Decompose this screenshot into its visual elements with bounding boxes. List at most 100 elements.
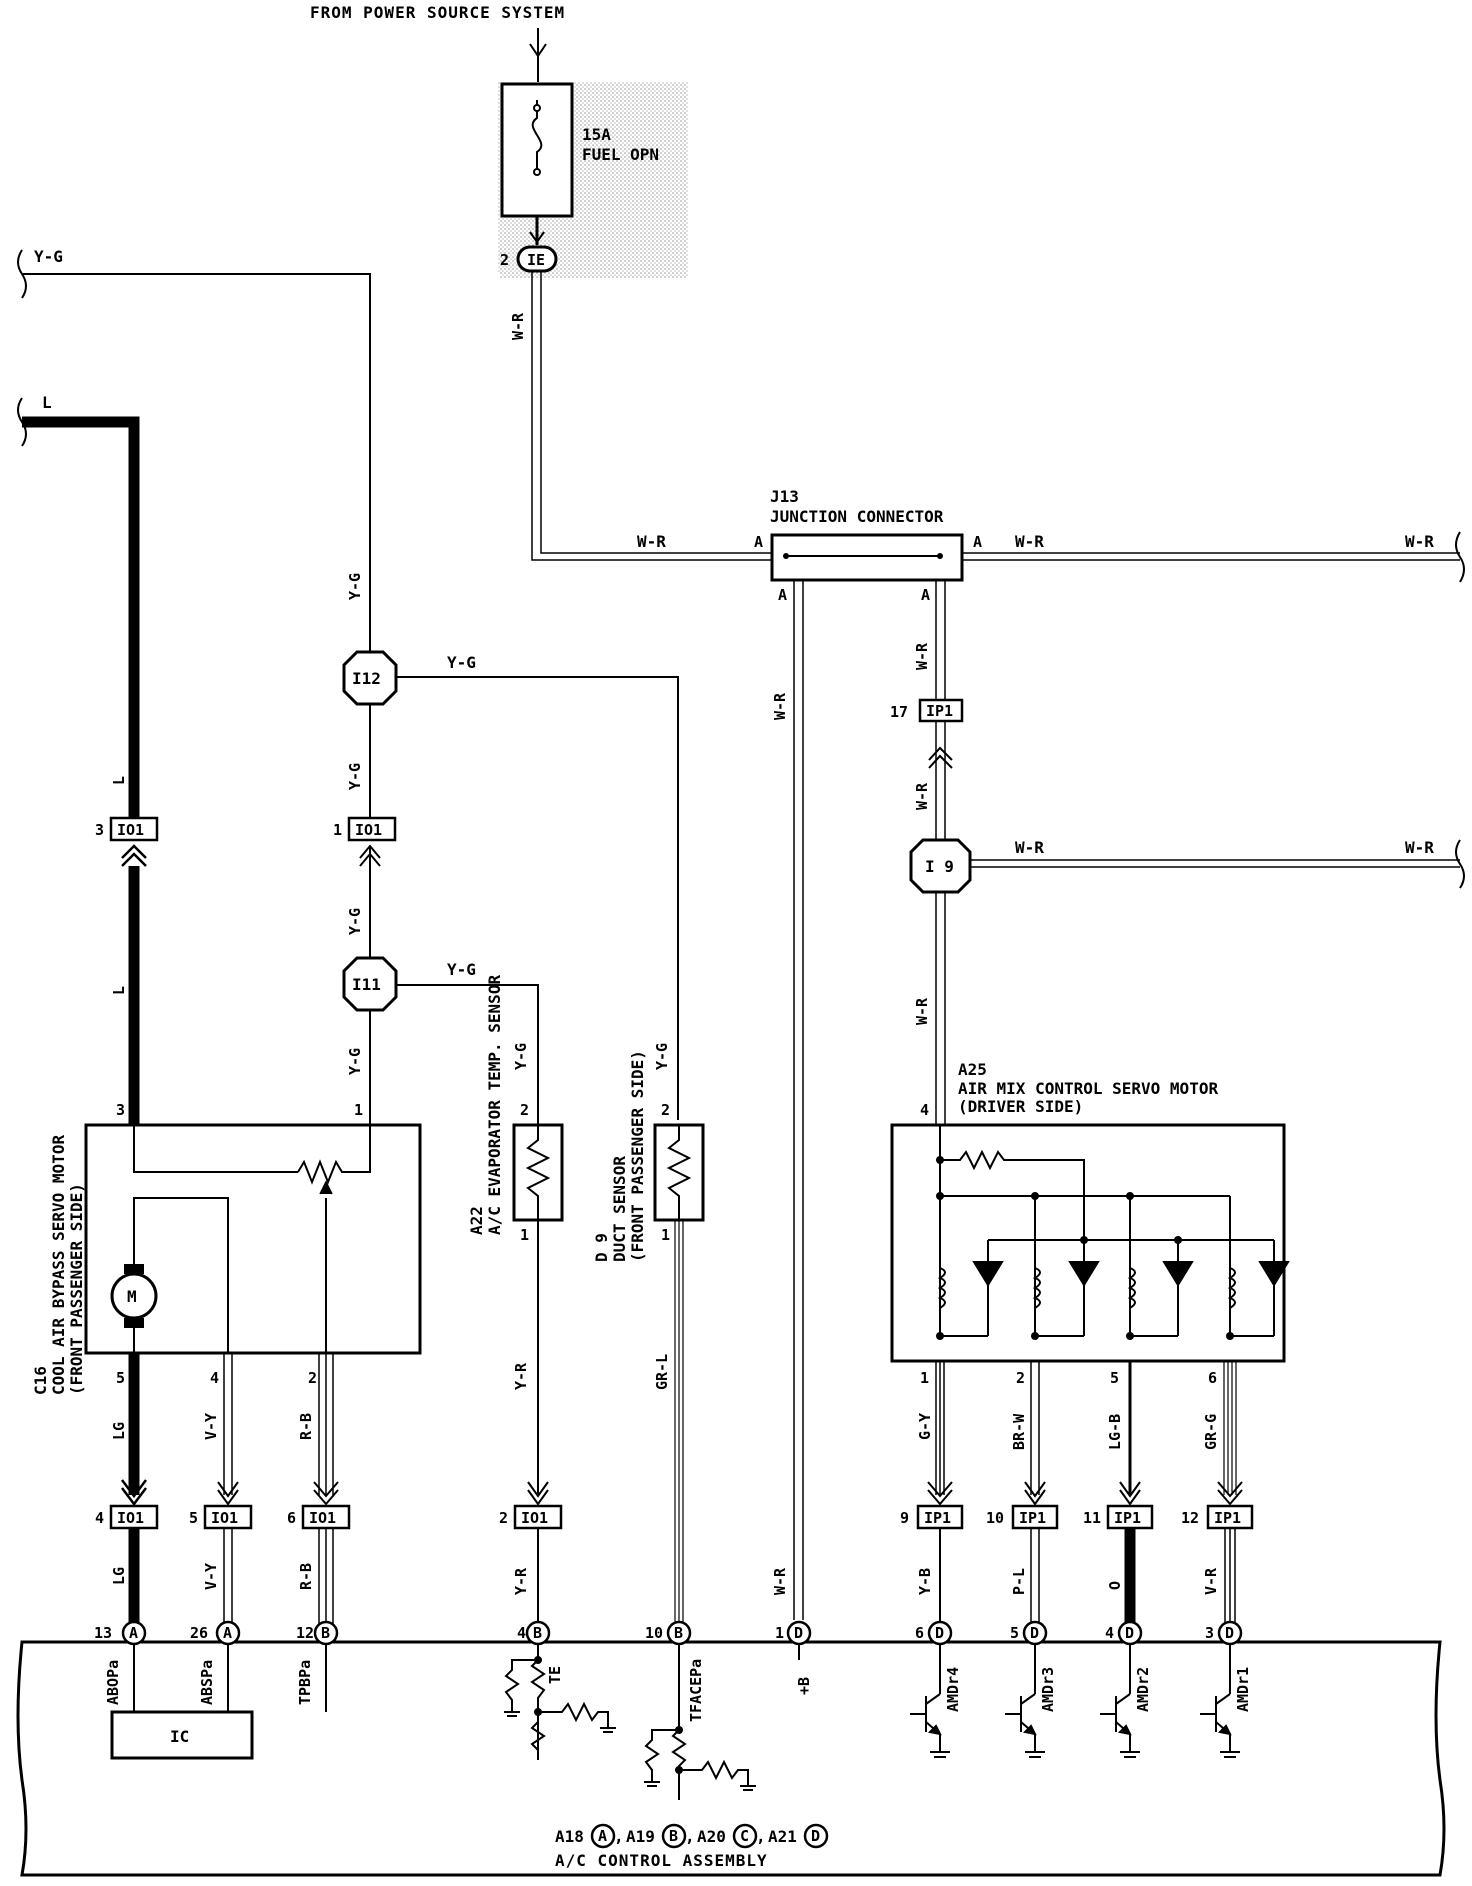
component-name: A/C EVAPORATOR TEMP. SENSOR [485,975,504,1235]
diode-symbol [1162,1261,1194,1287]
pin-label: 2 [661,1101,670,1119]
ic-connections [133,1644,327,1712]
wire-br-w [1024,1361,1046,1633]
pin-label: 12 [1181,1509,1199,1527]
wire-label: W-R [1015,838,1044,857]
pin-label: 3 [116,1101,125,1119]
wire-label: W-R [913,642,931,670]
transistor-amdr2 [1100,1644,1140,1758]
wire-label: BR-W [1010,1413,1028,1450]
svg-text:A18: A18 [555,1827,584,1846]
component-name: AIR MIX CONTROL SERVO MOTOR [958,1079,1218,1098]
connector-ie: IE [516,245,558,273]
component-id: A25 [958,1060,987,1079]
pin-label: A [754,533,763,551]
wire-label: LG [110,1422,128,1440]
wire-label: Y-R [512,1567,530,1595]
connector-arrow [121,852,147,867]
svg-text:M: M [127,1287,137,1306]
wire-label: Y-B [916,1568,934,1595]
wire-label: V-Y [202,1413,220,1440]
transistor-amdr1 [1200,1644,1240,1758]
wire-label: R-B [297,1413,315,1440]
svg-text:A: A [598,1827,607,1845]
component-subname: (FRONT PASSENGER SIDE) [628,1050,647,1262]
wire-label: Y-R [512,1362,530,1390]
terminal-letter: D [1125,1624,1134,1642]
terminal-letter: B [533,1624,542,1642]
motor: M [110,1264,158,1328]
transistor-amdr3 [1005,1644,1045,1758]
terminal-letter: D [1030,1624,1039,1642]
pin-label: 4 [95,1509,104,1527]
terminal-name: ABOPa [104,1660,122,1705]
wire-l-thick [22,416,140,818]
wire-label: Y-G [447,653,476,672]
pin-label: 4 [920,1101,929,1119]
wire-label: W-R [637,532,666,551]
wire-y-r [527,1481,549,1633]
connector-ip1-12: IP1 [1206,1504,1254,1530]
connector-i9: I 9 [909,838,972,894]
component-a22 [512,1123,564,1495]
component-d9 [653,1123,705,1633]
wire-w-r-i9-branch [970,859,1460,868]
pin-label: 1 [354,1101,363,1119]
wire-label: L [110,986,128,995]
pin-label: 1 [333,821,342,839]
terminal-name: AMDr2 [1134,1667,1152,1712]
ac-control-assembly-box [16,1640,1446,1877]
component-name: COOL AIR BYPASS SERVO MOTOR [49,1135,68,1395]
assembly-id-row: A18 A , A19 B , A20 C , A21 D [555,1823,829,1849]
wire-label: GR-L [653,1354,671,1390]
component-id: C16 [31,1366,50,1395]
wire-label: GR-G [1202,1414,1220,1450]
wire-r-b [313,1353,339,1633]
pin-label: A [778,586,787,604]
svg-text:A21: A21 [768,1827,797,1846]
svg-text:I 9: I 9 [925,857,954,876]
svg-text:IO1: IO1 [355,821,382,839]
connector-ip1-9: IP1 [916,1504,964,1530]
wire-label: Y-G [512,1043,530,1070]
pin-label: 5 [189,1509,198,1527]
pin-label: 6 [915,1624,924,1642]
svg-text:IP1: IP1 [926,702,953,720]
svg-text:IO1: IO1 [309,1509,336,1527]
pin-label: 3 [1205,1624,1214,1642]
svg-text:IC: IC [170,1727,189,1746]
wire-w-r-to-d1 [793,580,804,1620]
svg-text:IO1: IO1 [211,1509,238,1527]
wire-label: LG-B [1106,1414,1124,1450]
te-resistor-network [504,1644,616,1760]
svg-text:IP1: IP1 [1214,1509,1241,1527]
coil-symbol [1032,1267,1041,1309]
pin-label: 3 [95,821,104,839]
pin-label: 9 [900,1509,909,1527]
wire-label: L [110,776,128,785]
wire-lg-b [1119,1361,1141,1633]
power-source-arrow [529,28,547,84]
connector-io1-v-y: IO1 [203,1504,253,1530]
wire-label: W-R [1015,532,1044,551]
pin-label: 17 [890,703,908,721]
wire-label: W-R [1405,532,1434,551]
terminal-letter: A [223,1624,232,1642]
pin-label: 2 [308,1369,317,1387]
component-c16: M [84,1123,422,1355]
wire-label: W-R [913,997,931,1025]
pin-label: 5 [1110,1369,1119,1387]
svg-text:I11: I11 [352,975,381,994]
svg-text:,: , [614,1827,624,1846]
wire-g-y [927,1361,953,1633]
terminal-letter: B [321,1624,330,1642]
diode-symbol [1258,1261,1290,1287]
component-id: D 9 [592,1233,611,1262]
component-id: A22 [467,1206,486,1235]
wire-label: G-Y [916,1413,934,1440]
pin-label: 12 [296,1624,314,1642]
pin-label: 10 [986,1509,1004,1527]
ic-chip: IC [110,1710,254,1760]
svg-text:IP1: IP1 [1019,1509,1046,1527]
svg-text:A19: A19 [626,1827,655,1846]
